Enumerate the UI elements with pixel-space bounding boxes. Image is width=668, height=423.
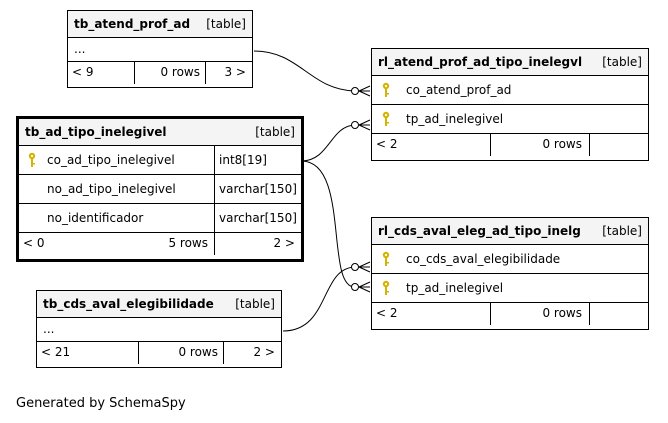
key-icon xyxy=(382,280,390,295)
row-count: 0 rows xyxy=(542,137,582,151)
table-name[interactable]: rl_atend_prof_ad_tipo_inelegvl xyxy=(378,55,583,69)
row-count: 0 rows xyxy=(542,306,582,320)
row-count: 5 rows xyxy=(168,236,208,250)
column-row[interactable]: tp_ad_inelegivel xyxy=(372,105,648,134)
table-name[interactable]: rl_cds_aval_eleg_ad_tipo_inelg xyxy=(378,224,581,238)
table-name[interactable]: tb_atend_prof_ad xyxy=(74,17,191,31)
children-count[interactable]: 2 > xyxy=(273,236,295,250)
table-footer: < 0 5 rows 2 > xyxy=(19,233,301,255)
column-type: varchar[150] xyxy=(214,204,297,232)
column-name: co_cds_aval_elegibilidade xyxy=(406,252,561,266)
key-icon xyxy=(382,251,390,266)
edge-tipo-inelegivel-to-rl-atend xyxy=(301,124,356,162)
column-name: co_atend_prof_ad xyxy=(406,83,512,97)
key-icon xyxy=(382,111,390,126)
column-name: tp_ad_inelegivel xyxy=(406,112,504,126)
children-count[interactable]: 3 > xyxy=(224,65,246,79)
parents-count[interactable]: < 9 xyxy=(72,65,94,79)
column-row[interactable]: co_cds_aval_elegibilidade xyxy=(372,245,648,274)
table-header: rl_atend_prof_ad_tipo_inelegvl [table] xyxy=(372,49,648,76)
column-row[interactable]: no_identificador varchar[150] xyxy=(19,204,301,233)
table-tb-atend-prof-ad[interactable]: tb_atend_prof_ad [table] ... < 9 0 rows … xyxy=(67,10,253,88)
parents-count[interactable]: < 2 xyxy=(376,137,398,151)
key-icon xyxy=(28,152,36,167)
row-count: 0 rows xyxy=(178,345,218,359)
table-header: tb_cds_aval_elegibilidade [table] xyxy=(37,291,281,318)
crows-foot-1 xyxy=(351,85,371,97)
column-row[interactable]: co_ad_tipo_inelegivel int8[19] xyxy=(19,146,301,175)
parents-count[interactable]: < 2 xyxy=(376,306,398,320)
edge-atend-prof-ad xyxy=(253,50,356,92)
table-footer: < 21 0 rows 2 > xyxy=(37,342,281,364)
column-type: int8[19] xyxy=(214,146,267,174)
children-count[interactable]: 2 > xyxy=(253,345,275,359)
columns-ellipsis: ... xyxy=(68,38,252,62)
column-name: no_identificador xyxy=(47,211,144,225)
column-row[interactable]: no_ad_tipo_inelegivel varchar[150] xyxy=(19,175,301,204)
table-kind: [table] xyxy=(206,17,246,31)
generated-by-text: Generated by SchemaSpy xyxy=(16,396,186,411)
edge-cds-aval-elegibilidade xyxy=(282,266,356,332)
table-footer: < 2 0 rows xyxy=(372,134,648,156)
crows-foot-2 xyxy=(351,119,371,131)
table-kind: [table] xyxy=(255,125,295,139)
columns-ellipsis: ... xyxy=(37,318,281,342)
table-kind: [table] xyxy=(602,55,642,69)
table-kind: [table] xyxy=(235,297,275,311)
table-kind: [table] xyxy=(602,224,642,238)
table-header: tb_ad_tipo_inelegivel [table] xyxy=(19,119,301,146)
table-name[interactable]: tb_cds_aval_elegibilidade xyxy=(43,297,214,311)
column-name: no_ad_tipo_inelegivel xyxy=(47,182,176,196)
column-name: tp_ad_inelegivel xyxy=(406,281,504,295)
table-name[interactable]: tb_ad_tipo_inelegivel xyxy=(25,125,167,139)
parents-count[interactable]: < 0 xyxy=(23,236,45,250)
table-header: tb_atend_prof_ad [table] xyxy=(68,11,252,38)
table-tb-cds-aval-elegibilidade[interactable]: tb_cds_aval_elegibilidade [table] ... < … xyxy=(36,290,282,368)
crows-foot-4 xyxy=(351,281,371,293)
table-header: rl_cds_aval_eleg_ad_tipo_inelg [table] xyxy=(372,218,648,245)
key-icon xyxy=(382,82,390,97)
table-rl-atend-prof-ad-tipo-inelegvl[interactable]: rl_atend_prof_ad_tipo_inelegvl [table] c… xyxy=(371,48,649,161)
crows-foot-3 xyxy=(351,261,371,273)
parents-count[interactable]: < 21 xyxy=(41,345,71,359)
column-row[interactable]: tp_ad_inelegivel xyxy=(372,274,648,303)
row-count: 0 rows xyxy=(160,65,200,79)
table-tb-ad-tipo-inelegivel[interactable]: tb_ad_tipo_inelegivel [table] co_ad_tipo… xyxy=(16,116,304,262)
table-footer: < 9 0 rows 3 > xyxy=(68,62,252,84)
column-name: co_ad_tipo_inelegivel xyxy=(47,153,175,167)
table-footer: < 2 0 rows xyxy=(372,303,648,325)
column-type: varchar[150] xyxy=(214,175,297,203)
column-row[interactable]: co_atend_prof_ad xyxy=(372,76,648,105)
table-rl-cds-aval-eleg-ad-tipo-inelg[interactable]: rl_cds_aval_eleg_ad_tipo_inelg [table] c… xyxy=(371,217,649,330)
edge-tipo-inelegivel-to-rl-cds xyxy=(301,160,356,288)
